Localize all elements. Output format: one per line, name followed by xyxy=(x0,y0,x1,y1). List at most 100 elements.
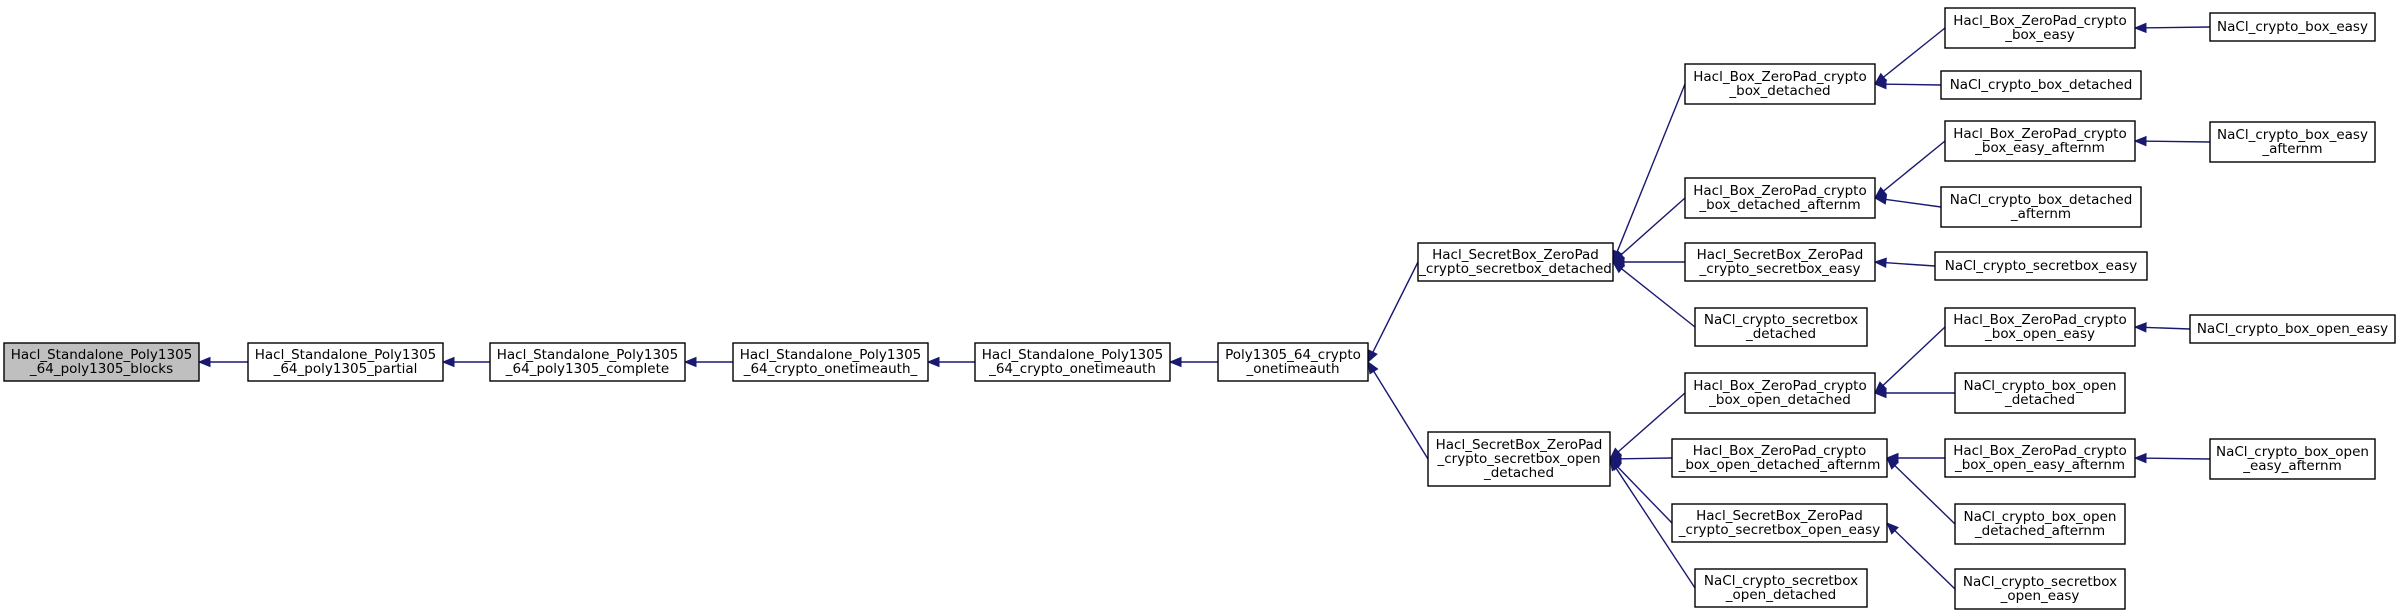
node-label-line: _64_crypto_onetimeauth xyxy=(988,361,1156,377)
node-label-line: NaCl_crypto_box_easy xyxy=(2217,127,2368,143)
node-label-line: _crypto_secretbox_easy xyxy=(1699,261,1861,277)
node-label-line: Hacl_Box_ZeroPad_crypto xyxy=(1953,443,2126,459)
arrowhead-icon xyxy=(2133,452,2147,464)
node-box xyxy=(247,342,444,382)
node-box xyxy=(489,342,686,382)
graph-node[interactable]: Hacl_Box_ZeroPad_crypto_box_detached xyxy=(1684,63,1876,105)
graph-node[interactable]: Hacl_SecretBox_ZeroPad_crypto_secretbox_… xyxy=(1684,242,1876,282)
edge-line xyxy=(1882,326,1946,386)
call-edge xyxy=(2133,135,2211,147)
arrowhead-icon xyxy=(2133,22,2147,34)
edge-line xyxy=(1621,268,1696,328)
node-box xyxy=(2189,314,2396,344)
call-edge xyxy=(1873,194,1942,208)
node-label-line: _crypto_secretbox_open xyxy=(1436,451,1600,467)
node-label-line: _open_easy xyxy=(2000,588,2080,604)
node-label-line: _box_detached_afternm xyxy=(1698,197,1860,213)
arrowhead-icon xyxy=(1168,356,1182,368)
node-box xyxy=(1684,372,1876,414)
arrowhead-icon xyxy=(683,356,697,368)
graph-node[interactable]: NaCl_crypto_box_detached_afternm xyxy=(1940,186,2142,228)
node-label-line: Poly1305_64_crypto xyxy=(1225,347,1361,363)
node-label-line: _detached xyxy=(2004,392,2075,408)
call-edge xyxy=(1886,457,1956,525)
node-box xyxy=(1940,186,2142,228)
arrowhead-icon xyxy=(2133,135,2147,147)
graph-node[interactable]: NaCl_crypto_box_easy xyxy=(2209,12,2376,42)
node-label-line: _box_open_easy_afternm xyxy=(1954,457,2125,473)
graph-node[interactable]: NaCl_crypto_box_detached xyxy=(1940,70,2142,100)
node-label-line: Hacl_Box_ZeroPad_crypto xyxy=(1693,69,1866,85)
edge-line xyxy=(1616,83,1686,253)
node-label-line: _box_open_detached xyxy=(1708,392,1851,408)
graph-node[interactable]: Hacl_Box_ZeroPad_crypto_box_detached_aft… xyxy=(1684,177,1876,219)
graph-node[interactable]: Hacl_Standalone_Poly1305_64_poly1305_par… xyxy=(247,342,444,382)
node-label-line: Hacl_Box_ZeroPad_crypto xyxy=(1953,126,2126,142)
graph-node[interactable]: NaCl_crypto_secretbox_open_detached xyxy=(1694,568,1868,608)
graph-node[interactable]: NaCl_crypto_secretbox_detached xyxy=(1694,307,1868,347)
node-box xyxy=(2209,12,2376,42)
graph-node[interactable]: NaCl_crypto_box_open_easy_afternm xyxy=(2209,438,2376,480)
graph-node[interactable]: NaCl_crypto_secretbox_easy xyxy=(1934,251,2148,281)
graph-node[interactable]: Hacl_SecretBox_ZeroPad_crypto_secretbox_… xyxy=(1417,242,1614,282)
graph-node[interactable]: Hacl_SecretBox_ZeroPad_crypto_secretbox_… xyxy=(1427,431,1611,487)
node-label-line: _box_detached xyxy=(1728,83,1830,99)
graph-node[interactable]: NaCl_crypto_box_open_detached_afternm xyxy=(1954,503,2126,545)
edges-layer xyxy=(197,22,2211,590)
node-label-line: Hacl_Box_ZeroPad_crypto xyxy=(1693,183,1866,199)
edge-line xyxy=(1883,140,1946,192)
node-box xyxy=(732,342,929,382)
edge-line xyxy=(1883,27,1946,78)
call-edge xyxy=(1612,197,1686,263)
call-edge xyxy=(1873,387,1955,399)
graph-node[interactable]: Hacl_Box_ZeroPad_crypto_box_open_detache… xyxy=(1684,372,1876,414)
graph-node[interactable]: Hacl_Standalone_Poly1305_64_poly1305_com… xyxy=(489,342,686,382)
node-box xyxy=(1417,242,1614,282)
node-box xyxy=(1934,251,2148,281)
graph-node[interactable]: NaCl_crypto_box_easy_afternm xyxy=(2209,121,2376,163)
node-label-line: NaCl_crypto_box_detached xyxy=(1950,192,2133,208)
node-label-line: Hacl_Box_ZeroPad_crypto xyxy=(1953,312,2126,328)
node-label-line: _afternm xyxy=(2010,206,2071,222)
node-box xyxy=(1954,568,2126,610)
graph-node[interactable]: Hacl_Box_ZeroPad_crypto_box_easy_afternm xyxy=(1944,120,2136,162)
graph-node[interactable]: NaCl_crypto_secretbox_open_easy xyxy=(1954,568,2126,610)
node-label-line: _64_poly1305_complete xyxy=(505,361,669,377)
graph-node[interactable]: Hacl_Box_ZeroPad_crypto_box_open_detache… xyxy=(1671,438,1888,478)
graph-node[interactable]: NaCl_crypto_box_open_easy xyxy=(2189,314,2396,344)
node-label-line: _box_easy_afternm xyxy=(1974,140,2105,156)
node-label-line: Hacl_Standalone_Poly1305 xyxy=(255,347,437,363)
graph-node[interactable]: NaCl_crypto_box_open_detached xyxy=(1954,372,2126,414)
nodes-layer: Hacl_Standalone_Poly1305_64_poly1305_blo… xyxy=(3,7,2396,610)
node-box xyxy=(1694,568,1868,608)
node-box xyxy=(1940,70,2142,100)
node-label-line: _64_crypto_onetimeauth_ xyxy=(743,361,918,377)
node-label-line: Hacl_SecretBox_ZeroPad xyxy=(1696,508,1863,524)
node-box xyxy=(1954,503,2126,545)
graph-node[interactable]: Hacl_Box_ZeroPad_crypto_box_open_easy_af… xyxy=(1944,438,2136,478)
node-label-line: NaCl_crypto_secretbox_easy xyxy=(1945,258,2138,274)
edge-line xyxy=(2145,140,2211,143)
edge-line xyxy=(1885,83,1942,86)
node-label-line: Hacl_Standalone_Poly1305 xyxy=(11,347,193,363)
graph-node[interactable]: Poly1305_64_crypto_onetimeauth xyxy=(1217,342,1369,382)
node-label-line: _detached_afternm xyxy=(1974,523,2105,539)
graph-node[interactable]: Hacl_Box_ZeroPad_crypto_box_open_easy xyxy=(1944,307,2136,347)
node-label-line: NaCl_crypto_secretbox xyxy=(1704,573,1858,589)
call-edge xyxy=(2133,22,2211,34)
arrowhead-icon xyxy=(1609,457,1621,472)
edge-line xyxy=(1894,465,1956,525)
graph-node[interactable]: Hacl_Box_ZeroPad_crypto_box_easy xyxy=(1944,7,2136,49)
node-label-line: Hacl_Box_ZeroPad_crypto xyxy=(1953,13,2126,29)
graph-node[interactable]: Hacl_SecretBox_ZeroPad_crypto_secretbox_… xyxy=(1671,503,1888,543)
arrowhead-icon xyxy=(1611,261,1626,274)
node-label-line: Hacl_Standalone_Poly1305 xyxy=(982,347,1164,363)
arrowhead-icon xyxy=(1886,457,1899,470)
graph-node[interactable]: Hacl_Standalone_Poly1305_64_crypto_oneti… xyxy=(732,342,929,382)
edge-line xyxy=(1372,261,1419,353)
graph-node[interactable]: Hacl_Standalone_Poly1305_64_crypto_oneti… xyxy=(974,342,1171,382)
call-edge xyxy=(1609,457,1696,589)
edge-line xyxy=(2145,326,2191,330)
node-label-line: _64_poly1305_blocks xyxy=(29,361,173,377)
